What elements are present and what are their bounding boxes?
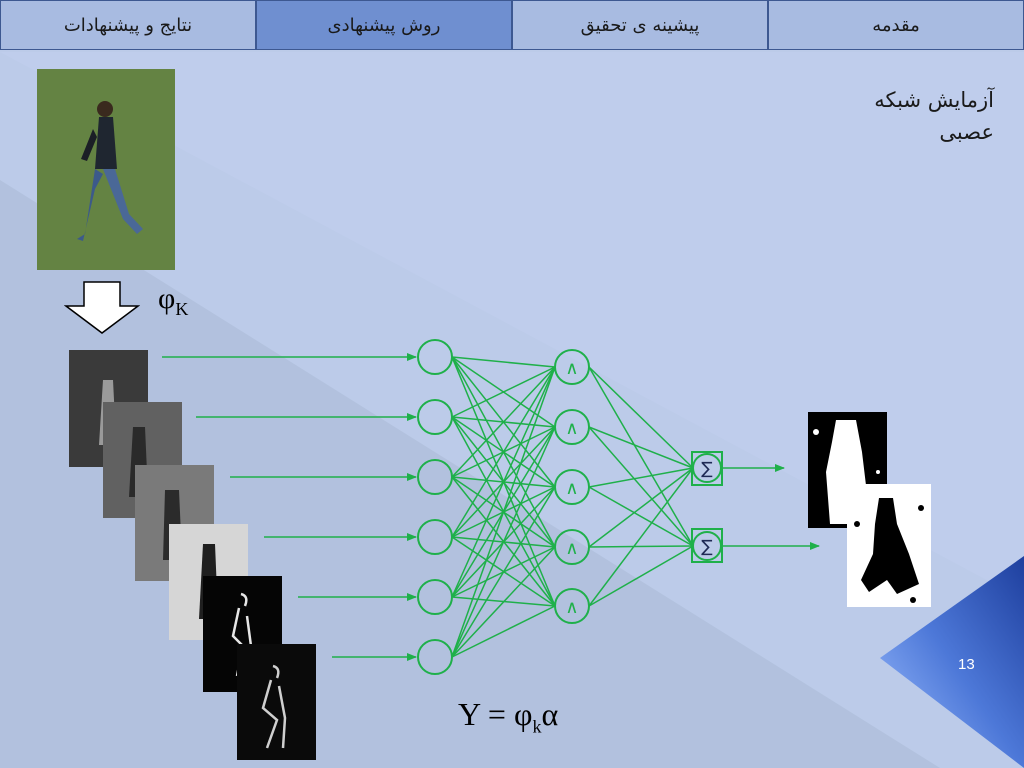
connection-line: [451, 605, 556, 658]
tab-results[interactable]: نتایج و پیشنهادات: [0, 0, 256, 50]
input-node-5: [417, 579, 453, 615]
hidden-node-5: [554, 588, 590, 624]
output-silhouette-2: [847, 484, 931, 607]
output-node-2-symbol: ∑: [701, 537, 713, 557]
input-node-3: [417, 459, 453, 495]
input-node-6: [417, 639, 453, 675]
hidden-output-connections: [588, 366, 694, 607]
input-node-1: [417, 339, 453, 375]
hidden-node-4-symbol: ∧: [565, 538, 578, 559]
connection-line: [588, 366, 694, 469]
phi-subscript: K: [175, 299, 189, 319]
connection-line: [588, 467, 694, 488]
hidden-node-5-symbol: ∧: [565, 597, 578, 618]
connection-line: [588, 467, 694, 607]
formula: Y = φkα: [458, 696, 558, 737]
connection-line: [451, 366, 556, 658]
connection-line: [451, 366, 556, 478]
connection-line: [451, 356, 556, 368]
connection-line: [451, 546, 556, 658]
connection-line: [451, 366, 556, 538]
input-photo-walking-person: [37, 69, 175, 270]
hidden-node-2: [554, 409, 590, 445]
input-node-2: [417, 399, 453, 435]
feature-image-6-edges: [237, 644, 316, 760]
connection-line: [588, 467, 694, 548]
connection-line: [451, 486, 556, 658]
output-node-1-box: [691, 451, 723, 486]
output-node-1: [692, 453, 722, 483]
connection-line: [588, 426, 694, 547]
hidden-node-2-symbol: ∧: [565, 418, 578, 439]
output-node-2: [692, 531, 722, 561]
phi-symbol: φ: [158, 282, 176, 315]
phi-k-label: φK: [158, 282, 188, 320]
connection-line: [451, 366, 556, 598]
hidden-node-3-symbol: ∧: [565, 478, 578, 499]
slide-title: آزمایش شبکه عصبی: [794, 84, 994, 148]
output-node-2-box: [691, 528, 723, 563]
output-node-1-symbol: ∑: [701, 459, 713, 479]
slide-title-line1: آزمایش شبکه: [874, 88, 994, 112]
corner-triangle-decoration: [880, 556, 1024, 768]
formula-lhs: Y = φ: [458, 696, 533, 732]
hidden-node-4: [554, 529, 590, 565]
tab-research-background[interactable]: پیشینه ی تحقیق: [512, 0, 768, 50]
tab-proposed-method[interactable]: روش پیشنهادی: [256, 0, 512, 50]
formula-subscript: k: [532, 716, 542, 737]
connection-line: [588, 486, 694, 547]
connection-line: [588, 545, 694, 607]
slide-title-line2: عصبی: [939, 120, 994, 144]
connection-line: [588, 426, 694, 469]
page-number: 13: [958, 656, 975, 673]
connection-line: [588, 545, 694, 548]
input-hidden-connections: [451, 356, 556, 658]
down-arrow-icon: [64, 281, 140, 334]
tab-introduction[interactable]: مقدمه: [768, 0, 1024, 50]
connection-line: [451, 366, 556, 418]
hidden-node-1: [554, 349, 590, 385]
input-node-4: [417, 519, 453, 555]
hidden-node-1-symbol: ∧: [565, 358, 578, 379]
connection-line: [451, 426, 556, 658]
connection-line: [588, 366, 694, 547]
formula-rhs: α: [541, 696, 559, 732]
hidden-node-3: [554, 469, 590, 505]
top-nav-tabs: نتایج و پیشنهادات روش پیشنهادی پیشینه ی …: [0, 0, 1024, 52]
